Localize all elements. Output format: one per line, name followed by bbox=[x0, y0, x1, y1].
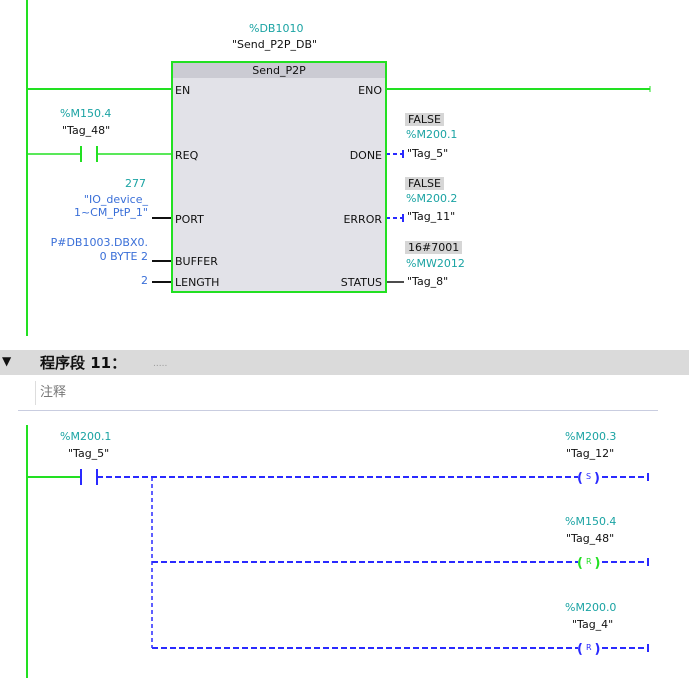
port-tag-line1[interactable]: "IO_device_ bbox=[83, 193, 148, 206]
collapse-triangle-icon[interactable]: ▼ bbox=[2, 354, 12, 368]
block-title: Send_P2P bbox=[173, 63, 385, 78]
coil-type-label: R bbox=[585, 643, 592, 652]
pin-en[interactable]: EN bbox=[175, 84, 191, 97]
coil-tag[interactable]: "Tag_4" bbox=[572, 618, 614, 631]
length-value[interactable]: 2 bbox=[141, 274, 148, 287]
coil-address[interactable]: %M150.4 bbox=[565, 515, 617, 528]
done-address[interactable]: %M200.1 bbox=[406, 128, 458, 141]
pin-port[interactable]: PORT bbox=[175, 213, 204, 226]
status-tag[interactable]: "Tag_8" bbox=[407, 275, 449, 288]
error-tag[interactable]: "Tag_11" bbox=[407, 210, 456, 223]
divider bbox=[18, 410, 658, 411]
buffer-line2[interactable]: 0 BYTE 2 bbox=[99, 250, 148, 263]
coil-tag[interactable]: "Tag_48" bbox=[566, 532, 615, 545]
pin-req[interactable]: REQ bbox=[175, 149, 199, 162]
req-contact-address[interactable]: %M150.4 bbox=[60, 107, 112, 120]
pin-buffer[interactable]: BUFFER bbox=[175, 255, 218, 268]
status-value: 16#7001 bbox=[405, 241, 463, 254]
pin-error[interactable]: ERROR bbox=[343, 213, 382, 226]
done-value: FALSE bbox=[405, 113, 444, 126]
contact-address[interactable]: %M200.1 bbox=[60, 430, 112, 443]
coil-r[interactable]: (R) bbox=[577, 556, 601, 571]
instance-db-name[interactable]: "Send_P2P_DB" bbox=[232, 38, 318, 51]
pin-eno[interactable]: ENO bbox=[358, 84, 382, 97]
pin-done[interactable]: DONE bbox=[349, 149, 382, 162]
port-tag-line2[interactable]: 1~CM_PtP_1" bbox=[73, 206, 148, 219]
coil-r[interactable]: (R) bbox=[577, 642, 601, 657]
pin-length[interactable]: LENGTH bbox=[175, 276, 220, 289]
network-title: 程序段 11： bbox=[40, 354, 127, 372]
coil-address[interactable]: %M200.0 bbox=[565, 601, 617, 614]
status-address[interactable]: %MW2012 bbox=[406, 257, 465, 270]
coil-address[interactable]: %M200.3 bbox=[565, 430, 617, 443]
req-contact-tag[interactable]: "Tag_48" bbox=[62, 124, 111, 137]
network-11-header[interactable]: ▼ 程序段 11： ..... bbox=[0, 350, 689, 375]
coil-type-label: R bbox=[585, 557, 592, 566]
coil-tag[interactable]: "Tag_12" bbox=[566, 447, 615, 460]
contact-tag[interactable]: "Tag_5" bbox=[68, 447, 110, 460]
error-address[interactable]: %M200.2 bbox=[406, 192, 458, 205]
coil-s[interactable]: (S) bbox=[577, 471, 600, 486]
instance-db-address: %DB1010 bbox=[249, 22, 304, 35]
network-comment-field[interactable]: 注释 bbox=[35, 381, 662, 405]
done-tag[interactable]: "Tag_5" bbox=[407, 147, 449, 160]
pin-status[interactable]: STATUS bbox=[340, 276, 382, 289]
send-p2p-block[interactable]: Send_P2P EN REQ PORT BUFFER LENGTH ENO D… bbox=[171, 61, 387, 293]
coil-type-label: S bbox=[585, 472, 592, 481]
port-value: 277 bbox=[125, 177, 146, 190]
buffer-line1[interactable]: P#DB1003.DBX0. bbox=[50, 236, 148, 249]
error-value: FALSE bbox=[405, 177, 444, 190]
network-title-placeholder[interactable]: ..... bbox=[153, 359, 168, 369]
